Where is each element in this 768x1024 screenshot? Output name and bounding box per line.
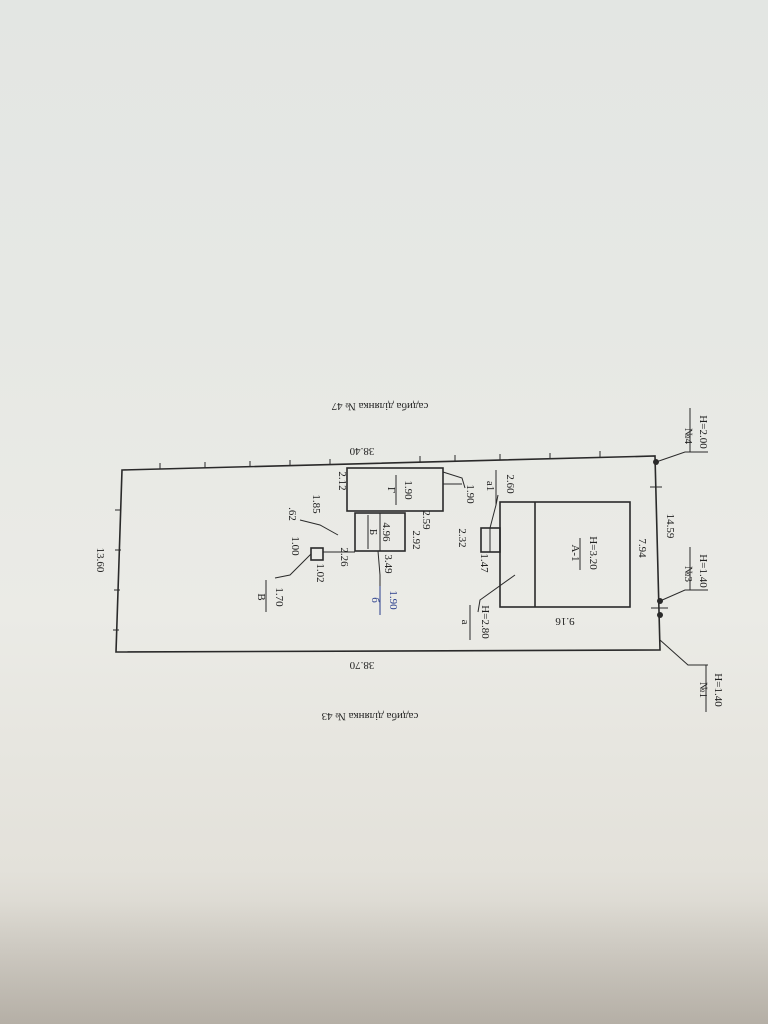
- garage-dim-b: 2.59: [420, 510, 432, 530]
- point-4-number: №4: [682, 428, 694, 444]
- boundary-ticks: [113, 451, 601, 631]
- house-length: 9.16: [555, 615, 575, 627]
- toilet-dim-c: .62: [286, 507, 298, 521]
- porch-dim-a: 2.32: [456, 528, 468, 547]
- leader-point-3: [659, 589, 708, 602]
- house-a1-outline: [499, 501, 631, 608]
- veranda-height: H=2.80: [479, 605, 491, 639]
- garage-gate: [442, 471, 466, 489]
- top-neighbor-label: садиба ділянка № 47: [331, 400, 428, 412]
- house-name: А-1: [569, 544, 581, 561]
- point-4-height: H=2.00: [697, 415, 709, 449]
- dim-top: 38.40: [349, 445, 374, 457]
- garage-height: 1.90: [402, 480, 414, 500]
- leader-toilet: [274, 553, 312, 579]
- plot-boundary: [115, 455, 661, 653]
- veranda-label: a: [459, 620, 471, 625]
- toilet-v: [310, 547, 324, 561]
- porch-name: a1: [484, 481, 496, 491]
- toilet-dim-a: 1.00: [289, 536, 301, 556]
- bottom-neighbor-label: садиба ділянка № 43: [321, 710, 418, 722]
- leader-veranda: [477, 574, 516, 613]
- shed-dim-b: 2.92: [410, 530, 422, 549]
- leader-point-1: [659, 639, 708, 666]
- point-3-height: H=1.40: [697, 554, 709, 588]
- toilet-dim-b: 1.02: [314, 563, 326, 582]
- point-1-height: H=1.40: [712, 673, 724, 707]
- cellar-height: 1.90: [387, 590, 399, 610]
- garage-dim-c: 1.90: [464, 484, 476, 504]
- garage-g: [346, 467, 444, 512]
- cellar-name: б: [369, 597, 381, 603]
- dim-right: 14.59: [664, 514, 676, 539]
- garage-name: Г: [385, 487, 397, 493]
- leader-porch: [489, 494, 499, 529]
- garage-dim-a: 2.12: [336, 471, 348, 490]
- leader-point-4: [655, 451, 708, 463]
- toilet-name: В: [255, 593, 267, 600]
- point-3-number: №3: [682, 566, 694, 582]
- shed-dim-a: 4.96: [380, 522, 392, 542]
- porch-dim-b: 1.47: [478, 553, 490, 573]
- leader-shed-dim: [299, 519, 339, 536]
- dim-bottom: 38.70: [349, 659, 374, 671]
- toilet-dim-d: 2.26: [338, 547, 350, 567]
- porch-height: 2.60: [504, 474, 516, 494]
- leader-cellar: [377, 550, 381, 590]
- house-height: H=3.20: [587, 536, 599, 570]
- point-1-number: №1: [697, 682, 709, 698]
- shed-name: Б: [367, 529, 379, 535]
- dim-left: 13.60: [94, 548, 106, 573]
- survey-point-2: [657, 612, 663, 618]
- shed-dim-c: 3.49: [382, 554, 394, 574]
- house-width: 7.94: [636, 538, 648, 558]
- toilet-height: 1.70: [273, 587, 285, 607]
- shed-dim-d: 1.85: [310, 494, 322, 514]
